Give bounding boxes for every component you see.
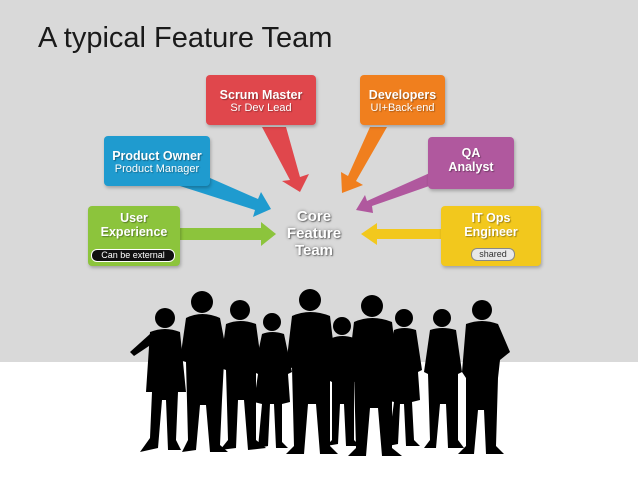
qa-title: QA xyxy=(461,146,481,160)
user-experience-arrow xyxy=(178,222,276,246)
person-silhouette xyxy=(130,308,186,452)
user-experience-external-badge: Can be external xyxy=(91,249,175,262)
person-silhouette xyxy=(254,313,292,448)
product-owner-title: Product Owner xyxy=(112,149,202,163)
qa-arrow xyxy=(356,172,432,213)
user-experience-title: User xyxy=(120,211,148,225)
person-silhouette xyxy=(348,295,402,456)
it-ops-shared-badge: shared xyxy=(471,248,515,261)
scrum-master-box: Scrum Master Sr Dev Lead xyxy=(206,75,316,125)
scrum-master-title: Scrum Master xyxy=(219,88,303,102)
it-ops-box: IT Ops Engineer shared xyxy=(441,206,541,266)
person-silhouette xyxy=(220,300,266,450)
core-label-line2: Feature xyxy=(286,225,342,242)
it-ops-subtitle: Engineer xyxy=(464,225,518,239)
developers-title: Developers xyxy=(368,88,437,102)
it-ops-title: IT Ops xyxy=(471,211,511,225)
product-owner-box: Product Owner Product Manager xyxy=(104,136,210,186)
user-experience-subtitle: Experience xyxy=(100,225,168,239)
scrum-master-subtitle: Sr Dev Lead xyxy=(230,102,292,114)
qa-box: QA Analyst xyxy=(428,137,514,189)
person-silhouette xyxy=(180,291,228,452)
core-feature-team-label: Core Feature Team xyxy=(278,208,350,259)
user-experience-box: User Experience Can be external xyxy=(88,206,180,266)
qa-subtitle: Analyst xyxy=(448,160,494,174)
developers-arrow xyxy=(341,127,387,193)
person-silhouette xyxy=(386,309,422,446)
developers-box: Developers UI+Back-end xyxy=(360,75,445,125)
product-owner-subtitle: Product Manager xyxy=(114,163,200,175)
core-label-line1: Core xyxy=(296,208,332,225)
developers-subtitle: UI+Back-end xyxy=(370,102,435,114)
person-silhouette xyxy=(424,309,464,448)
product-owner-arrow xyxy=(175,178,271,217)
core-label-line3: Team xyxy=(294,242,334,259)
it-ops-arrow xyxy=(361,223,442,245)
person-silhouette xyxy=(458,300,510,454)
slide-title: A typical Feature Team xyxy=(38,22,333,54)
scrum-master-arrow xyxy=(262,127,309,192)
person-silhouette xyxy=(286,289,338,454)
